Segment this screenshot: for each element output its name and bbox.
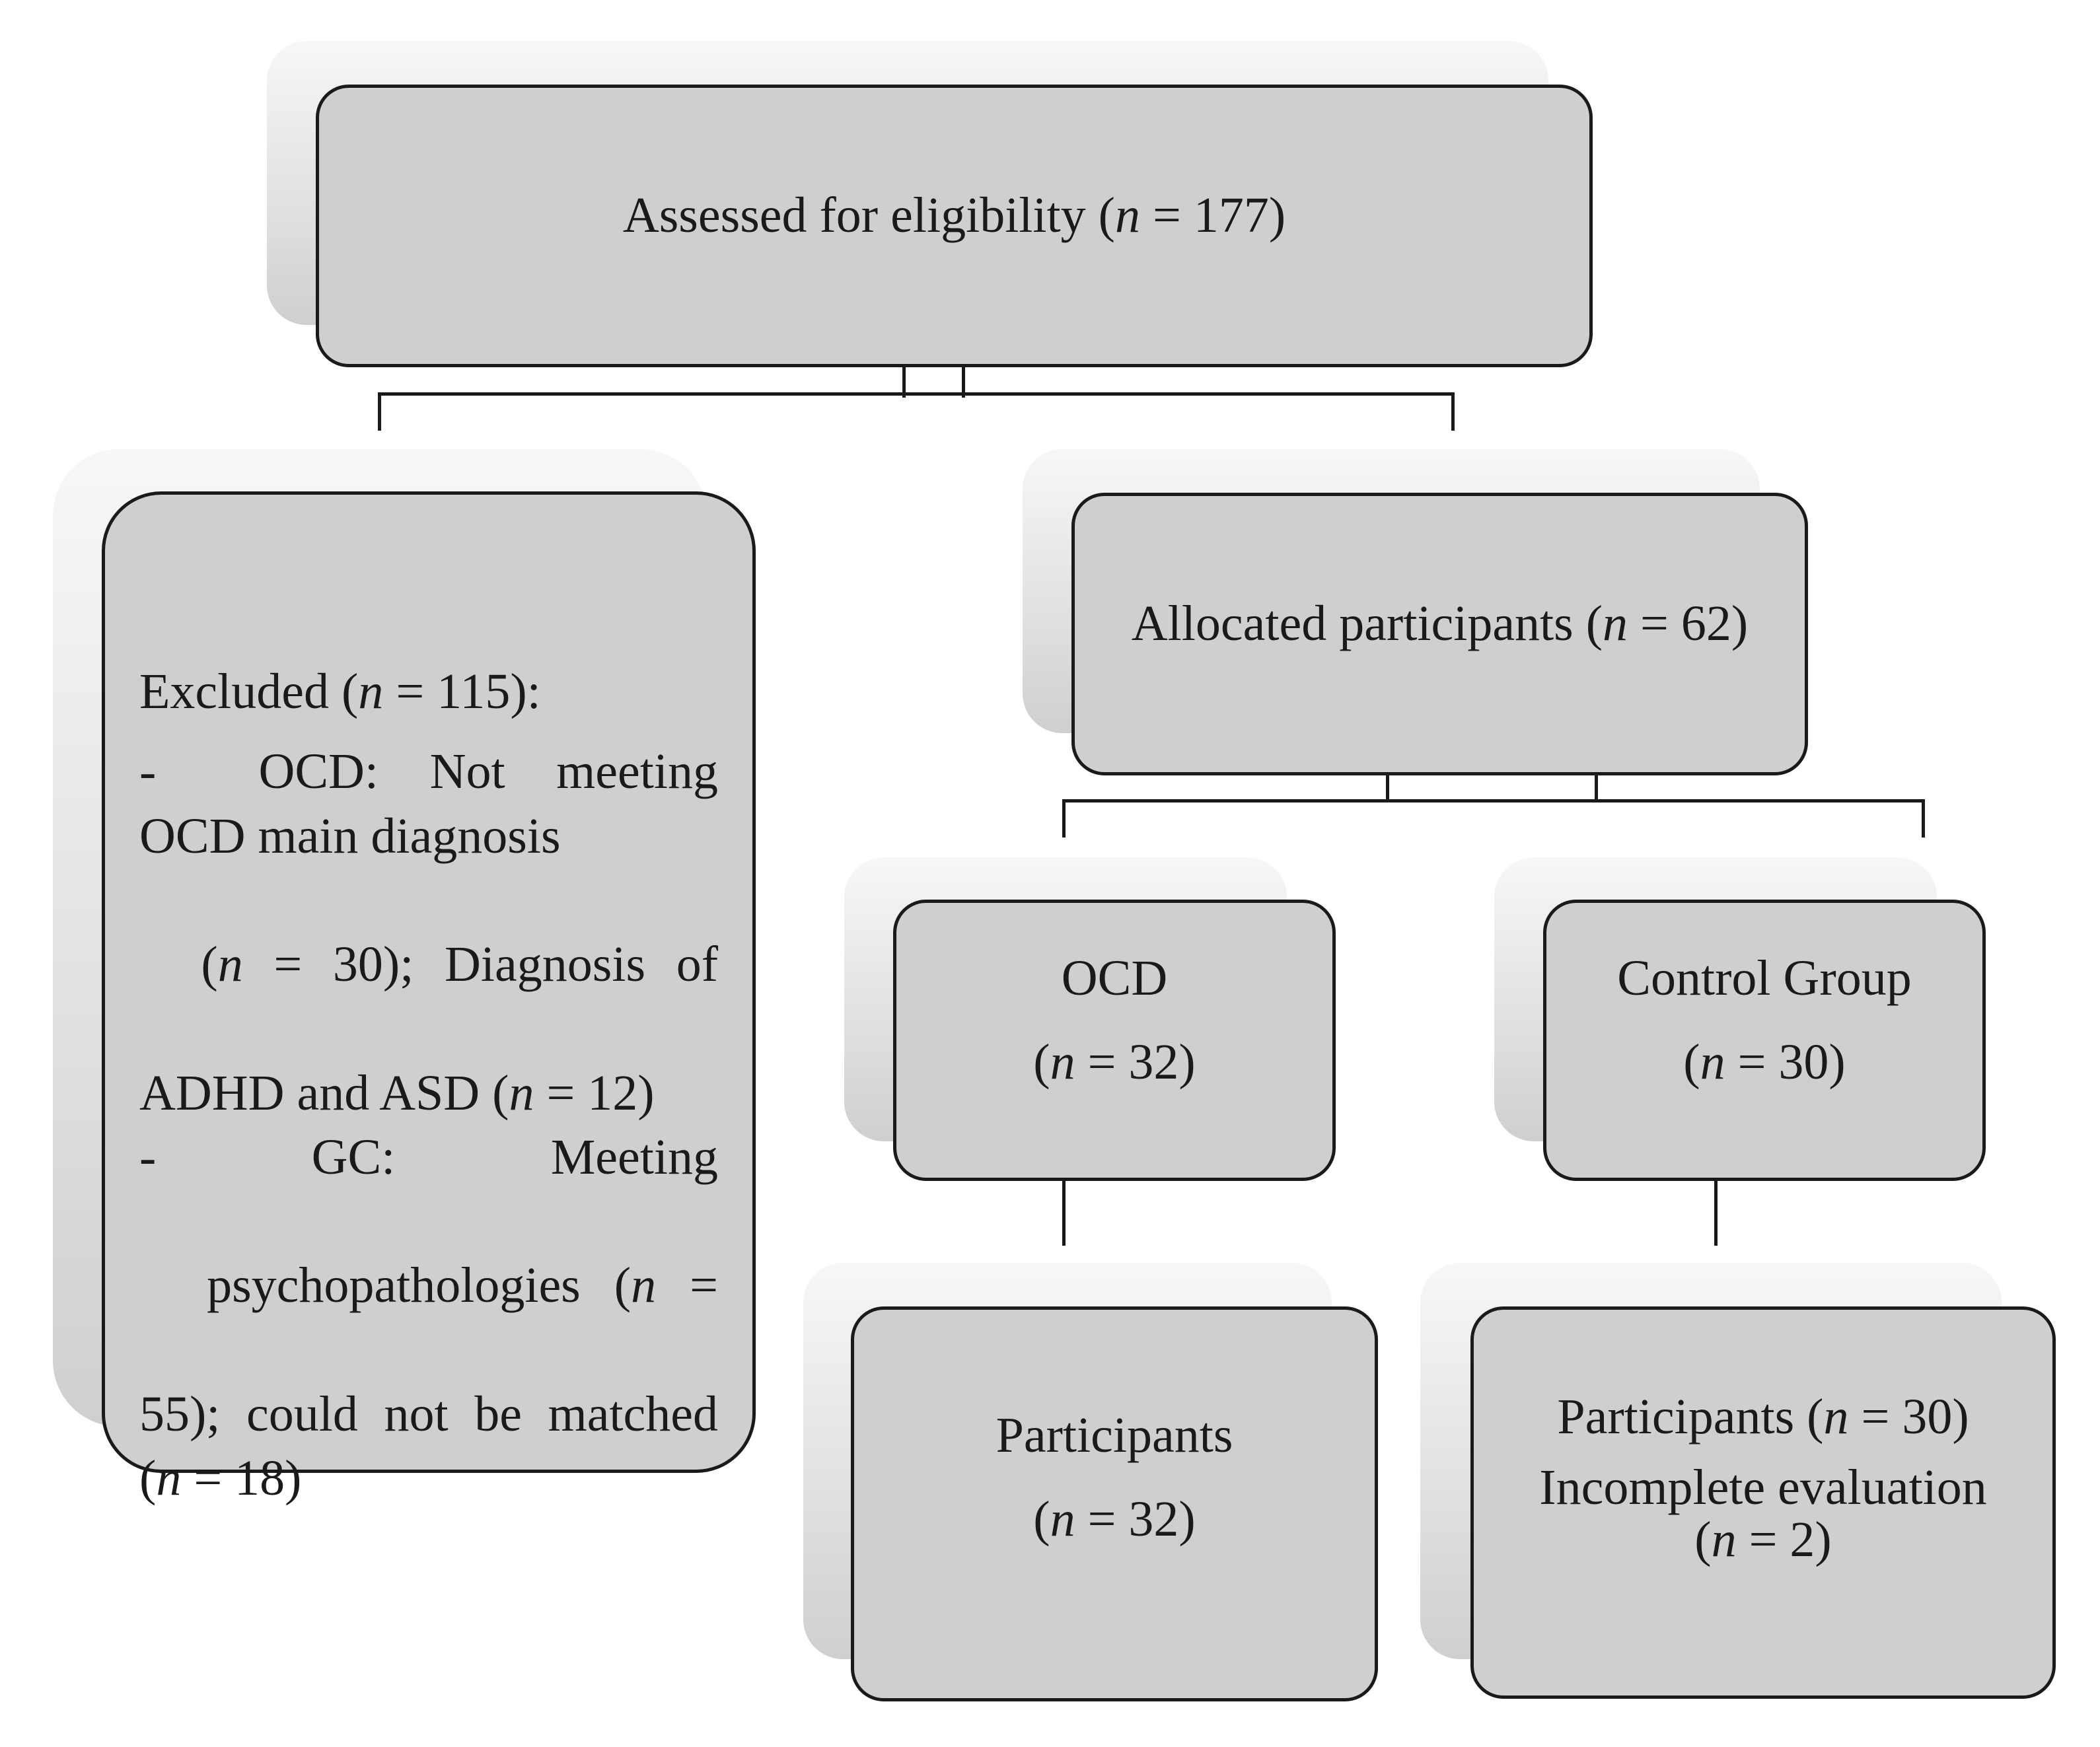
control-group-count: (n = 30) (1683, 1034, 1846, 1090)
ocd-group-count: (n = 32) (1033, 1034, 1196, 1090)
connector-top-horizontal (378, 392, 1455, 396)
excluded-box: Excluded (n = 115): - OCD: Not meeting O… (102, 491, 756, 1506)
connector-ocd-to-participants (1062, 1135, 1066, 1246)
excluded-ocd-line-4: ADHD and ASD (n = 12) (139, 1065, 655, 1121)
connector-to-excluded (378, 392, 381, 431)
ocd-participants-box: Participants (n = 32) (851, 1306, 1378, 1701)
excluded-gc-line-4: (n = 18) (139, 1450, 302, 1507)
ocd-group-title: OCD (1061, 950, 1168, 1006)
control-participants-line-1: Participants (n = 30) (1557, 1388, 1969, 1444)
control-participants-line-2: Incomplete evaluation (1539, 1459, 1987, 1515)
excluded-heading: Excluded (n = 115): (139, 664, 541, 719)
ocd-group-box: OCD (n = 32) (893, 900, 1336, 1181)
allocated-label: Allocated participants (n = 62) (1131, 596, 1749, 652)
control-participants-line-3: (n = 2) (1694, 1511, 1832, 1567)
excluded-ocd-line-2: OCD main diagnosis (139, 808, 561, 864)
assessed-for-eligibility-box: Assessed for eligibility (n = 177) (316, 85, 1593, 367)
connector-mid-horizontal (1062, 799, 1925, 802)
excluded-gc-line-2: psychopathologies (n = (207, 1258, 718, 1314)
connector-to-ocd (1062, 799, 1066, 838)
assessed-label: Assessed for eligibility (n = 177) (622, 188, 1286, 244)
control-participants-box: Participants (n = 30) Incomplete evaluat… (1470, 1306, 2056, 1699)
ocd-participants-title: Participants (996, 1407, 1233, 1463)
connector-to-allocated (1451, 392, 1455, 431)
excluded-gc-line-3: 55); could not be matched (139, 1386, 718, 1442)
control-group-title: Control Group (1617, 950, 1912, 1006)
connector-to-control (1922, 799, 1925, 838)
excluded-ocd-line-1: - OCD: Not meeting (139, 744, 718, 800)
control-group-box: Control Group (n = 30) (1543, 900, 1986, 1181)
connector-control-to-participants (1714, 1135, 1718, 1246)
excluded-ocd-line-3: (n = 30); Diagnosis of (201, 937, 719, 993)
excluded-gc-line-1: - GC: Meeting (139, 1129, 718, 1185)
ocd-participants-count: (n = 32) (1033, 1491, 1196, 1547)
allocated-participants-box: Allocated participants (n = 62) (1071, 493, 1808, 775)
